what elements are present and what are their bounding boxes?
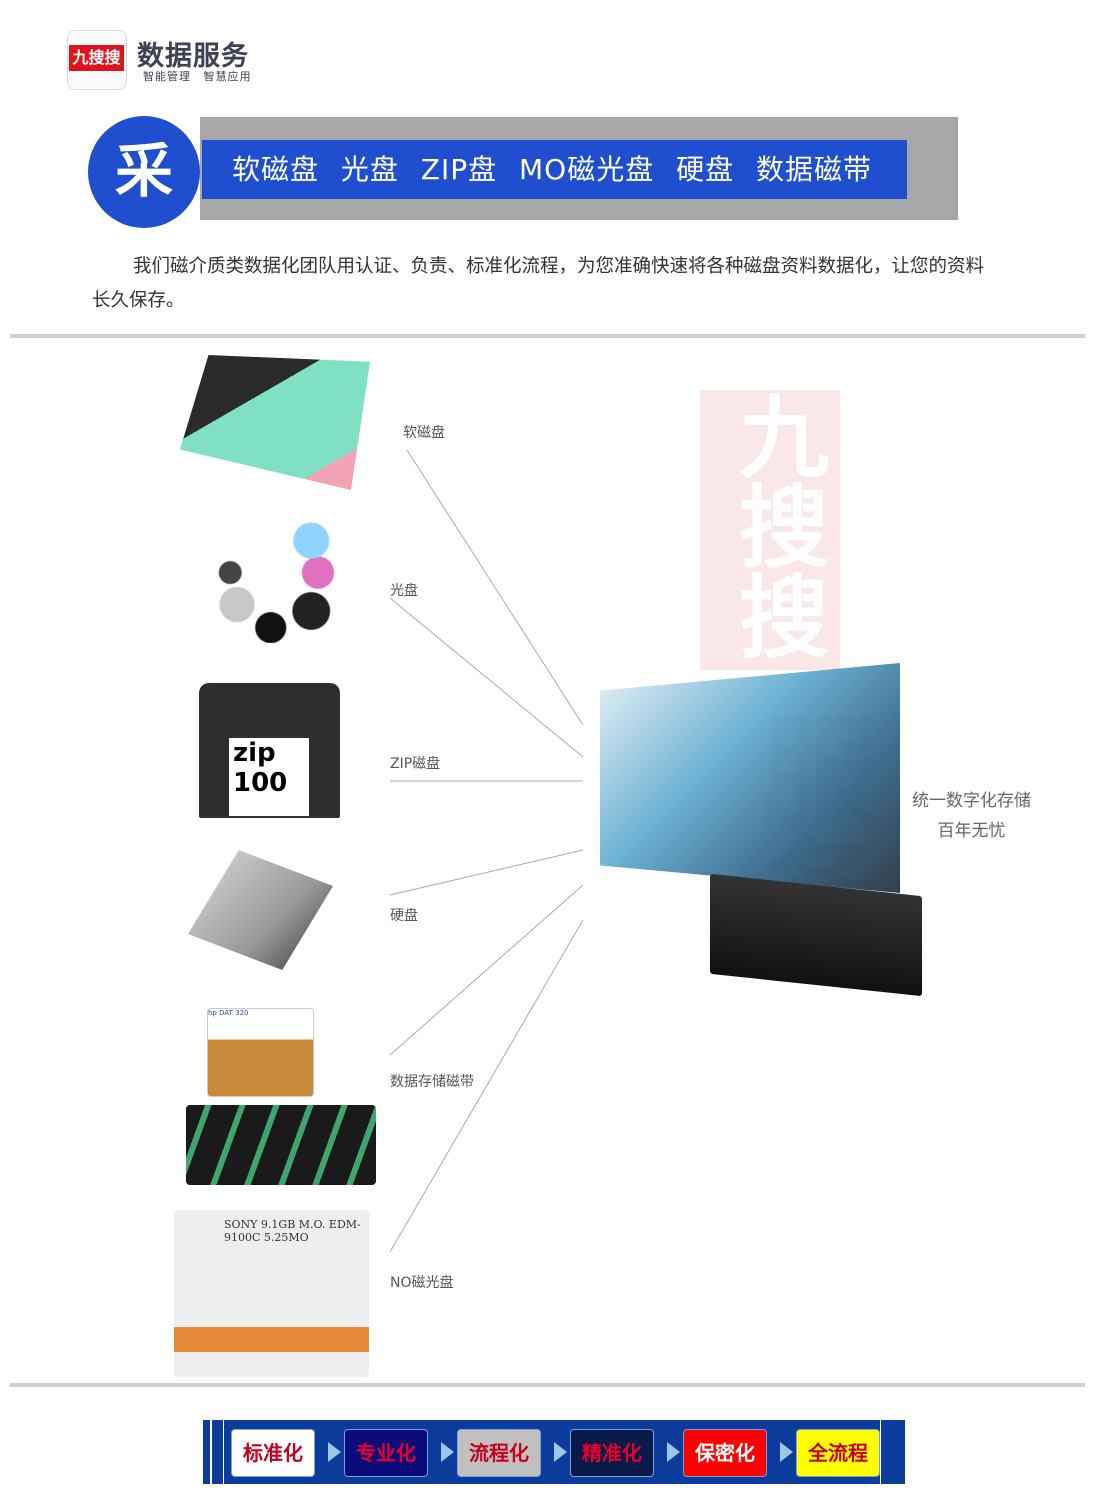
banner-badge: 采 — [88, 116, 200, 228]
tape-cartridges-image — [186, 1105, 376, 1185]
hp-tape-image: hp DAT 320 — [207, 1008, 314, 1097]
arrow-icon — [328, 1442, 341, 1462]
step-4: 精准化 — [570, 1429, 654, 1477]
step-3: 流程化 — [457, 1429, 541, 1477]
divider-top — [10, 334, 1085, 338]
mo-disk-image: SONY 9.1GB M.O. EDM-9100C 5.25MO — [174, 1210, 369, 1377]
zip-disk-image: zip 100 — [199, 683, 340, 818]
line-tape — [389, 884, 584, 1056]
label-floppy: 软磁盘 — [403, 425, 445, 441]
label-hdd: 硬盘 — [390, 908, 418, 924]
line-optical — [389, 597, 584, 758]
step-1: 标准化 — [231, 1429, 315, 1477]
line-floppy — [406, 449, 584, 726]
intro-text: 我们磁介质类数据化团队用认证、负责、标准化流程，为您准确快速将各种磁盘资料数据化… — [92, 256, 985, 311]
arrow-icon — [441, 1442, 454, 1462]
slogan-line1: 统一数字化存储 — [912, 791, 1031, 811]
line-mo — [389, 919, 584, 1253]
step-2: 专业化 — [344, 1429, 428, 1477]
logo-text: 九搜搜 — [69, 45, 124, 71]
slogan: 统一数字化存储 百年无忧 — [900, 786, 1043, 846]
divider-bottom — [10, 1383, 1085, 1387]
slogan-line2: 百年无忧 — [937, 821, 1006, 841]
label-tape: 数据存储磁带 — [390, 1074, 474, 1090]
label-optical: 光盘 — [390, 583, 418, 599]
step-6: 全流程 — [796, 1429, 880, 1477]
digital-collage-image — [600, 663, 900, 893]
brand-title: 数据服务 — [137, 41, 249, 72]
label-zip: ZIP磁盘 — [390, 756, 441, 772]
step-5: 保密化 — [683, 1429, 767, 1477]
line-hdd — [389, 849, 584, 896]
arrow-icon — [667, 1442, 680, 1462]
arrow-icon — [554, 1442, 567, 1462]
banner-media-list: 软磁盘 光盘 ZIP盘 MO磁光盘 硬盘 数据磁带 — [202, 140, 907, 199]
label-mo: NO磁光盘 — [390, 1275, 454, 1291]
process-flow: 标准化 专业化 流程化 精准化 保密化 全流程 — [203, 1420, 905, 1484]
brand-subtitle: 智能管理 智慧应用 — [143, 70, 252, 83]
optical-disc-image — [210, 515, 345, 643]
zip-label: zip 100 — [229, 738, 309, 816]
arrow-icon — [780, 1442, 793, 1462]
